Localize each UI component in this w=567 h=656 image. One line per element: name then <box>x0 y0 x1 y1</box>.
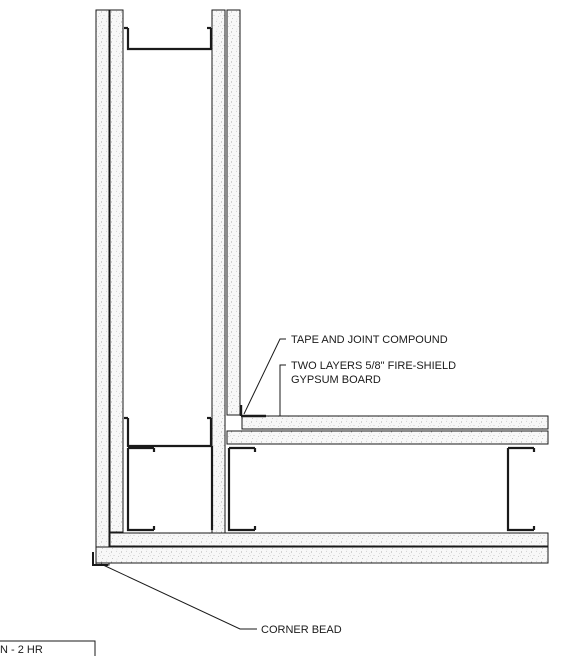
leader-lines <box>100 338 286 630</box>
tape-joint-compound-bead <box>239 405 266 418</box>
label-tape-and-joint: TAPE AND JOINT COMPOUND <box>291 334 448 346</box>
vertical-wall-studs <box>124 26 213 448</box>
vertical-wall-right-gypsum <box>211 9 241 545</box>
label-two-layers-line1: TWO LAYERS 5/8" FIRE-SHIELD <box>291 360 456 372</box>
horizontal-wall-top-gypsum <box>226 415 549 445</box>
label-two-layers-line2: GYPSUM BOARD <box>291 374 381 386</box>
title-block-text: N - 2 HR <box>0 644 43 656</box>
horizontal-wall-studs <box>126 446 536 532</box>
horizontal-wall-bottom-gypsum <box>95 532 549 564</box>
title-block: N - 2 HR <box>0 640 96 656</box>
label-corner-bead: CORNER BEAD <box>261 624 342 636</box>
vertical-wall-left-gypsum <box>95 9 124 566</box>
